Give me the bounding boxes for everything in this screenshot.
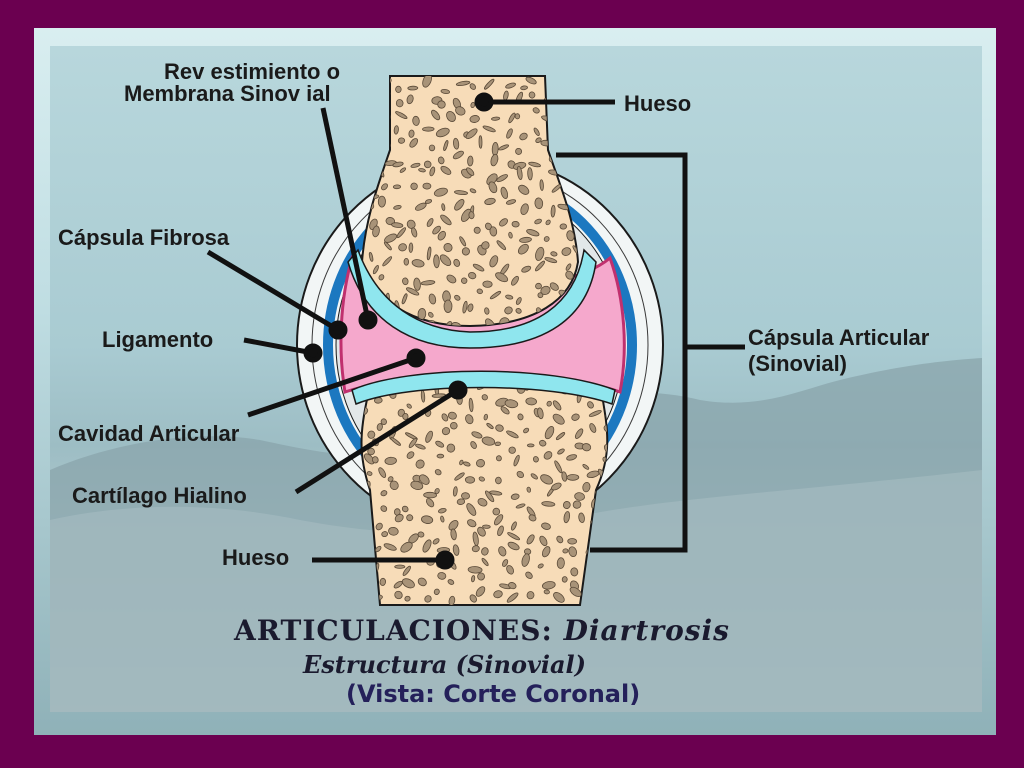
label-hyaline-cartilage: Cartílago Hialino xyxy=(72,483,247,508)
label-fibrous-capsule: Cápsula Fibrosa xyxy=(58,225,230,250)
label-synovial-membrane-2: Membrana Sinov ial xyxy=(124,81,331,106)
diagram-subtitle: Estructura (Sinovial) xyxy=(303,650,587,679)
articular-capsule-bracket xyxy=(556,152,688,553)
label-bone-top: Hueso xyxy=(624,91,692,116)
title-main: ARTICULACIONES: xyxy=(234,614,553,647)
label-articular-capsule-2: (Sinovial) xyxy=(748,351,848,376)
label-synovial-membrane-1: Rev estimiento o xyxy=(164,59,341,84)
title-main-italic: Diartrosis xyxy=(563,614,730,647)
cartilage-top xyxy=(347,248,597,349)
label-bone-bottom: Hueso xyxy=(222,545,290,570)
label-articular-capsule-1: Cápsula Articular xyxy=(748,325,930,350)
diagram-title: ARTICULACIONES: Diartrosis xyxy=(234,614,730,647)
bone-bottom-shape xyxy=(360,376,609,606)
label-joint-cavity: Cavidad Articular xyxy=(58,421,240,446)
label-ligament: Ligamento xyxy=(102,327,214,352)
leader-lines xyxy=(206,92,615,570)
cartilage-bottom xyxy=(351,370,616,406)
bone-top-shape xyxy=(360,75,580,328)
diagram-view: (Vista: Corte Coronal) xyxy=(346,680,641,708)
